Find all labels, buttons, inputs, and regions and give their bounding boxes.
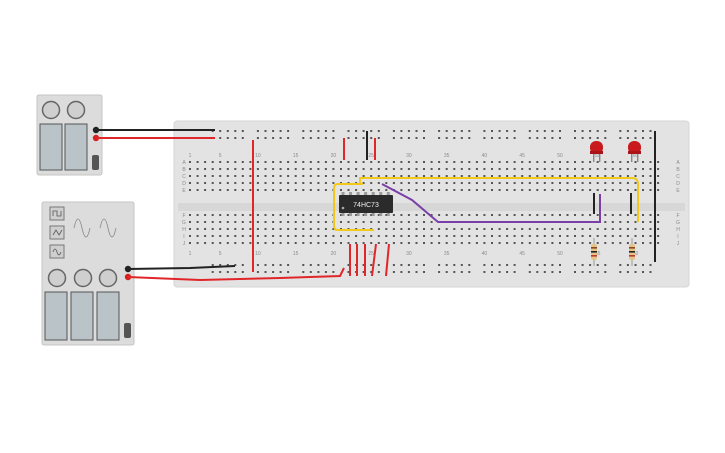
wires[interactable]: [96, 129, 656, 282]
column-number-bottom: 15: [293, 251, 299, 257]
row-letter-left: E: [182, 188, 186, 194]
row-letter-right: C: [676, 174, 680, 180]
column-number-bottom: 5: [219, 251, 222, 257]
row-letter-left: A: [182, 160, 186, 166]
offset-display: [96, 291, 120, 341]
breadboard-labels: 1155101015152020252530303535404045455050…: [182, 153, 680, 257]
column-number-bottom: 40: [482, 251, 488, 257]
breadboard-holes[interactable]: [189, 130, 660, 273]
ic-74hc73[interactable]: 74HC73: [339, 192, 393, 216]
row-letter-right: B: [676, 167, 680, 173]
breadboard[interactable]: 1155101015152020252530303535404045455050…: [173, 120, 690, 288]
triangle-wave-button[interactable]: [49, 225, 65, 240]
row-letter-left: D: [182, 181, 186, 187]
frequency-knob[interactable]: [47, 268, 67, 288]
column-number-top: 35: [444, 153, 450, 159]
column-number-bottom: 60: [633, 251, 639, 257]
row-letter-left: G: [182, 220, 186, 226]
led-1[interactable]: [590, 141, 603, 162]
ps-power-switch[interactable]: [92, 155, 99, 170]
wire-jumper-5: [385, 243, 390, 277]
row-letter-right: F: [676, 213, 679, 219]
row-letter-left: J: [183, 241, 186, 247]
power-supply[interactable]: [36, 94, 103, 176]
row-letter-right: E: [676, 188, 680, 194]
chip-label: 74HC73: [353, 202, 379, 209]
column-number-top: 40: [482, 153, 488, 159]
row-letter-left: F: [182, 213, 185, 219]
column-number-bottom: 10: [255, 251, 261, 257]
row-letter-right: I: [677, 234, 678, 240]
column-number-bottom: 30: [406, 251, 412, 257]
voltage-knob[interactable]: [41, 100, 61, 120]
wire-purple-output: [381, 183, 601, 223]
row-letter-right: H: [676, 227, 680, 233]
column-number-bottom: 1: [189, 251, 192, 257]
column-number-bottom: 25: [368, 251, 374, 257]
voltage-display: [39, 123, 63, 171]
led-2[interactable]: [628, 141, 641, 162]
row-letter-right: G: [676, 220, 680, 226]
column-number-top: 30: [406, 153, 412, 159]
resistor-2[interactable]: [629, 238, 635, 266]
column-number-top: 15: [293, 153, 299, 159]
row-letter-right: J: [677, 241, 680, 247]
wire-yellow-clock: [333, 183, 374, 231]
column-number-top: 60: [633, 153, 639, 159]
wire-fg-signal: [127, 267, 345, 282]
column-number-top: 10: [255, 153, 261, 159]
amplitude-display: [70, 291, 94, 341]
current-display: [64, 123, 88, 171]
amplitude-knob[interactable]: [73, 268, 93, 288]
frequency-display: [44, 291, 68, 341]
column-number-top: 45: [519, 153, 525, 159]
row-letter-left: H: [182, 227, 186, 233]
wire-fg-negative: [127, 265, 236, 270]
column-number-top: 25: [368, 153, 374, 159]
row-letter-left: C: [182, 174, 186, 180]
function-generator[interactable]: [41, 201, 135, 346]
column-number-bottom: 50: [557, 251, 563, 257]
wire-yellow-output: [359, 177, 639, 222]
resistor-1[interactable]: [591, 238, 597, 266]
row-letter-right: D: [676, 181, 680, 187]
row-letter-left: I: [183, 234, 184, 240]
column-number-top: 20: [331, 153, 337, 159]
column-number-top: 55: [595, 153, 601, 159]
current-knob[interactable]: [66, 100, 86, 120]
column-number-bottom: 35: [444, 251, 450, 257]
column-number-top: 1: [189, 153, 192, 159]
column-number-top: 50: [557, 153, 563, 159]
column-number-top: 5: [219, 153, 222, 159]
offset-knob[interactable]: [98, 268, 118, 288]
column-number-bottom: 45: [519, 251, 525, 257]
fg-power-switch[interactable]: [124, 323, 131, 338]
column-number-bottom: 20: [331, 251, 337, 257]
row-letter-right: A: [676, 160, 680, 166]
wire-jumper-4: [371, 243, 377, 277]
row-letter-left: B: [182, 167, 186, 173]
column-number-bottom: 55: [595, 251, 601, 257]
